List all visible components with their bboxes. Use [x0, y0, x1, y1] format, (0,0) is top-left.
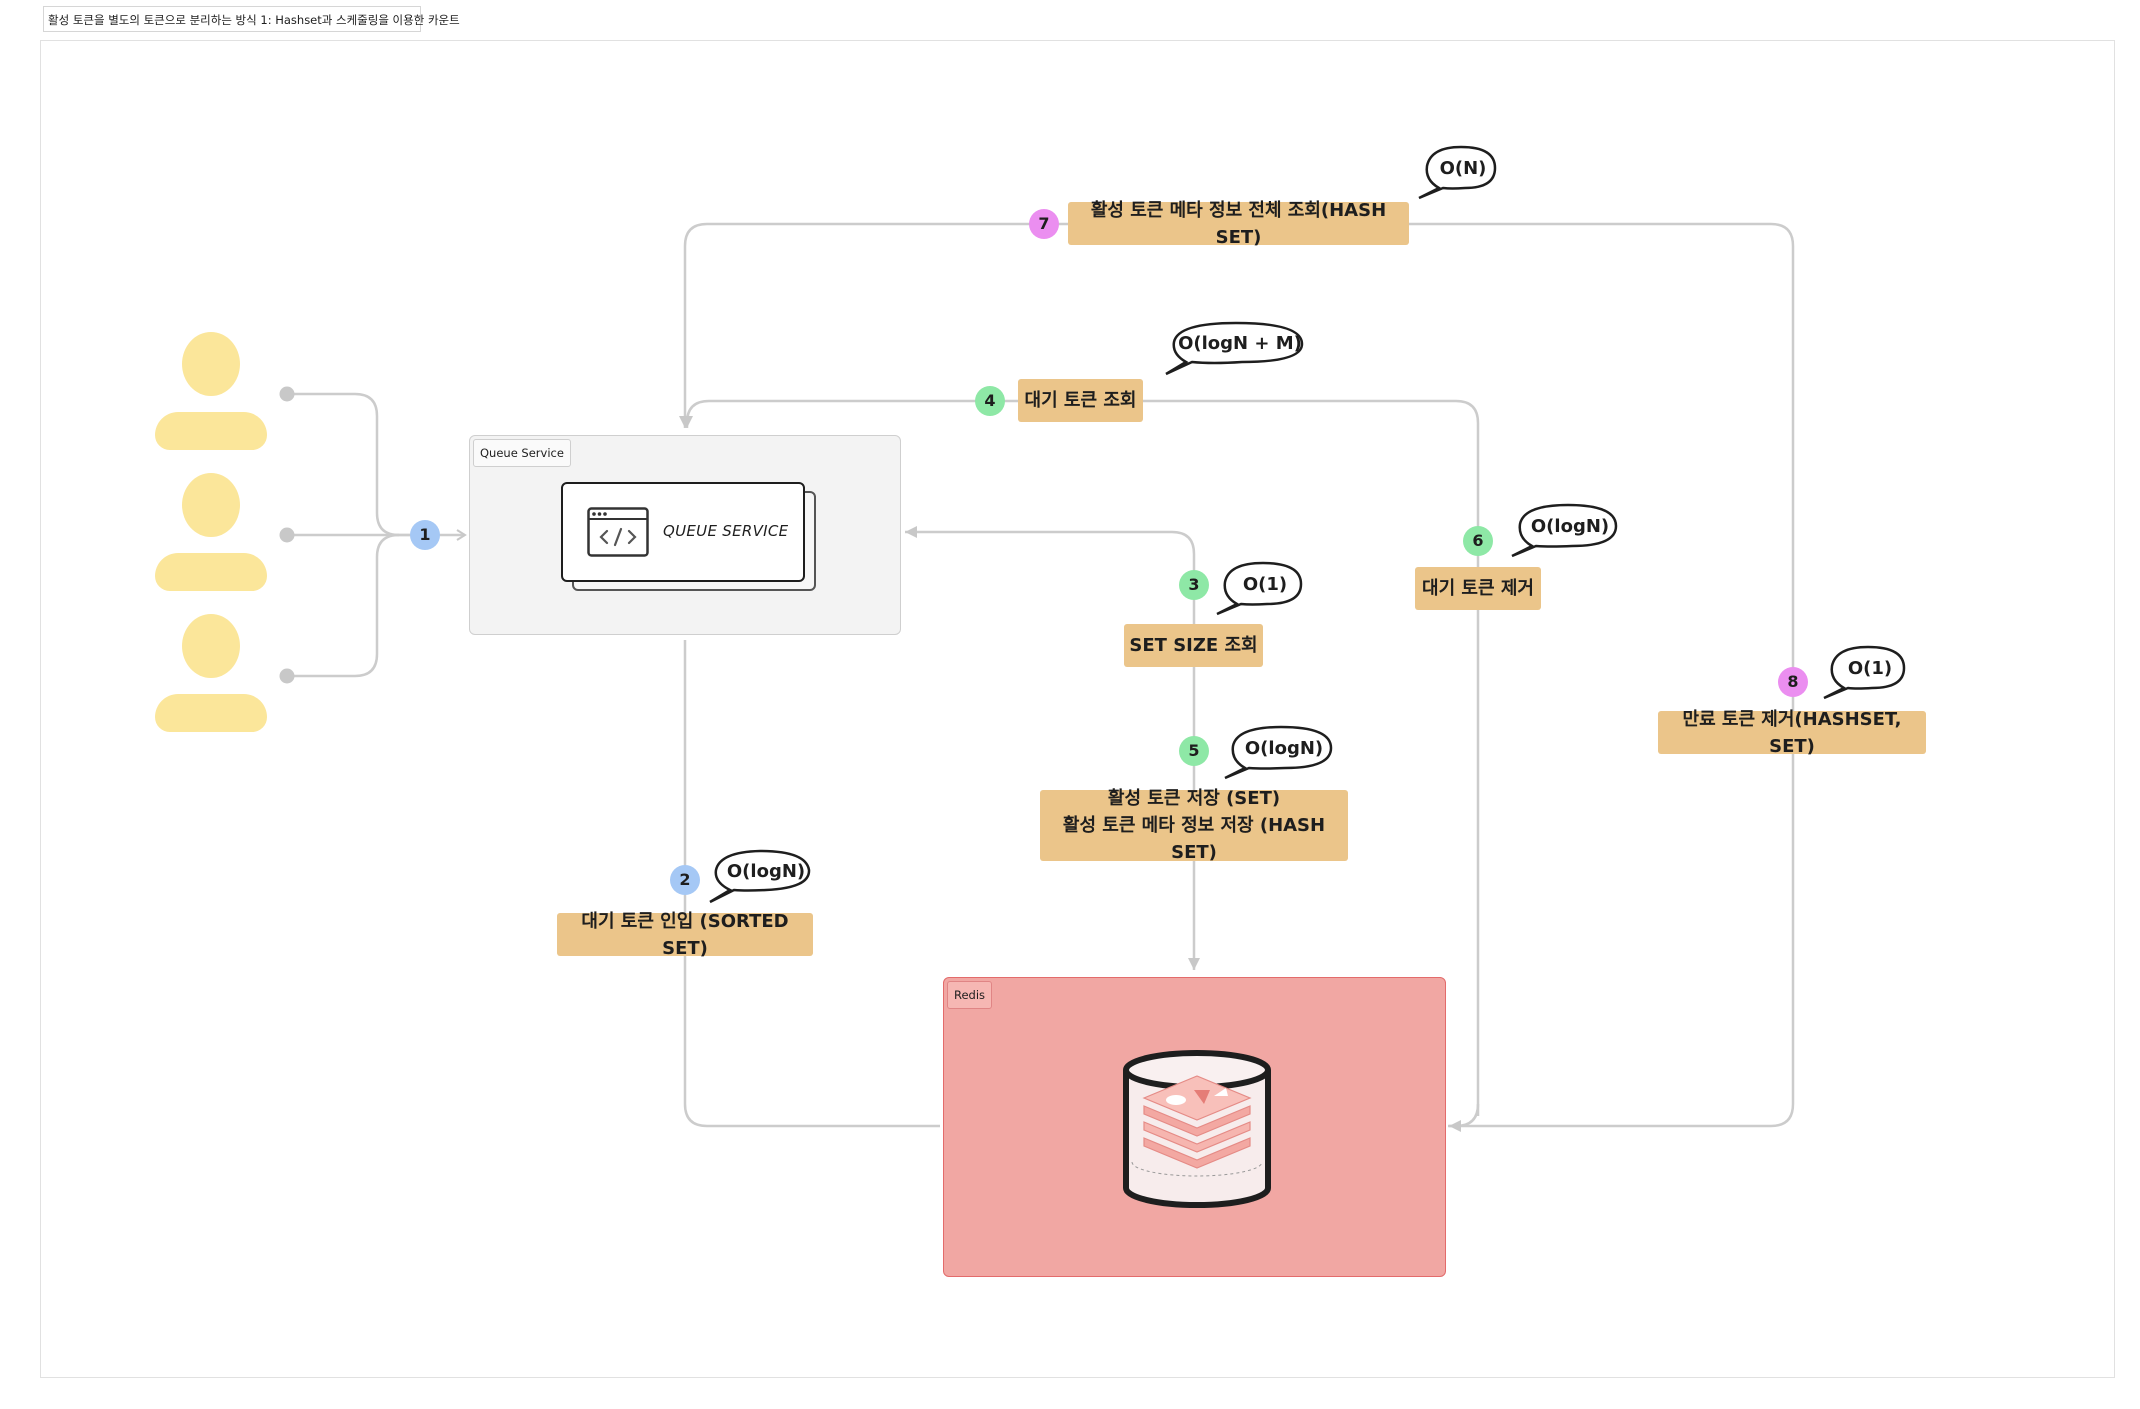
step-8-box: 만료 토큰 제거(HASHSET, SET): [1658, 709, 1926, 757]
step-8-badge: 8: [1778, 667, 1808, 697]
step-5-complexity: O(logN): [1244, 738, 1324, 759]
step-3-complexity-bubble: O(1): [1213, 560, 1305, 620]
step-3-box: SET SIZE 조회: [1124, 624, 1263, 667]
user-icon: [155, 614, 267, 732]
step-5-badge: 5: [1179, 736, 1209, 766]
queue-service-tag: Queue Service: [473, 439, 571, 467]
step-4-complexity: O(logN + M): [1178, 333, 1302, 354]
step-4-box: 대기 토큰 조회: [1018, 379, 1143, 422]
step-5-complexity-bubble: O(logN): [1221, 724, 1335, 784]
step-7-connector: [679, 222, 1795, 1128]
step-2-complexity: O(logN): [726, 861, 806, 882]
step-3-complexity: O(1): [1242, 574, 1288, 595]
step-8-complexity: O(1): [1847, 658, 1893, 679]
step-6-complexity: O(logN): [1530, 516, 1610, 537]
step-7-complexity: O(N): [1439, 158, 1487, 179]
diagram-title: 활성 토큰을 별도의 토큰으로 분리하는 방식 1: Hashset과 스케줄링…: [43, 6, 460, 32]
step-7-badge: 7: [1029, 209, 1059, 239]
step-6-badge: 6: [1463, 526, 1493, 556]
queue-service-card: QUEUE SERVICE: [561, 482, 805, 582]
step-2-badge: 2: [670, 865, 700, 895]
redis-group: Redis: [943, 977, 1446, 1277]
user-1-port: [279, 386, 295, 402]
step-7-complexity-bubble: O(N): [1415, 144, 1499, 204]
user-1-connector: [287, 392, 467, 541]
step-6-box: 대기 토큰 제거: [1415, 567, 1541, 610]
diagram-frame: [40, 40, 2115, 1378]
code-window-icon: [587, 507, 649, 557]
step-4-complexity-bubble: O(logN + M): [1162, 320, 1306, 380]
step-6-complexity-bubble: O(logN): [1508, 502, 1620, 562]
step-2-box: 대기 토큰 인입 (SORTED SET): [557, 911, 813, 959]
redis-tag: Redis: [947, 981, 993, 1009]
queue-service-group: Queue Service QUEUE SERVICE: [469, 435, 901, 635]
user-icon: [155, 473, 267, 591]
step-2-complexity-bubble: O(logN): [706, 848, 814, 906]
step-7-box: 활성 토큰 메타 정보 전체 조회(HASH SET): [1068, 200, 1409, 248]
step-6-return: [1449, 1103, 1480, 1132]
step-5-box: 활성 토큰 저장 (SET) 활성 토큰 메타 정보 저장 (HASH SET): [1040, 788, 1348, 863]
step-3-badge: 3: [1179, 570, 1209, 600]
step-2-connector: [683, 640, 940, 1128]
user-2-port: [279, 527, 295, 543]
user-3-port: [279, 668, 295, 684]
redis-database-icon: [1123, 1050, 1271, 1208]
step-8-complexity-bubble: O(1): [1820, 644, 1908, 704]
user-3-connector: [287, 533, 400, 678]
step-4-badge: 4: [975, 386, 1005, 416]
user-icon: [155, 332, 267, 450]
queue-service-label: QUEUE SERVICE: [663, 522, 789, 540]
step-1-badge: 1: [410, 520, 440, 550]
step-3-connector: [905, 526, 1196, 648]
